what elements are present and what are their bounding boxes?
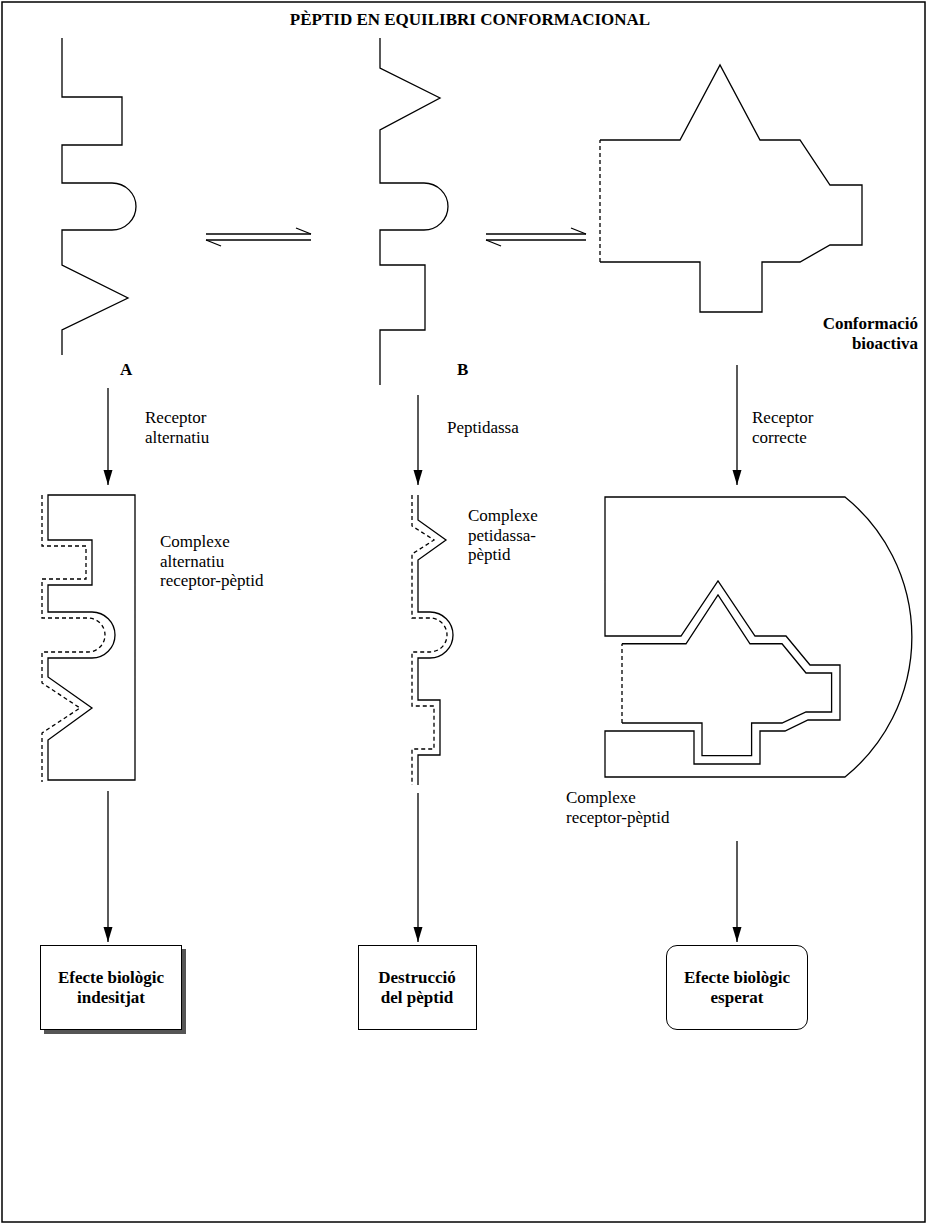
backward-line	[486, 239, 586, 240]
peptidase-complex: Complexe petidassa-pèptid	[350, 488, 570, 790]
outline-line	[48, 495, 135, 780]
receptor-complex: Complexe alternatiu receptor-pèptid	[40, 488, 290, 788]
flow-arrow	[733, 841, 742, 942]
arrow-head	[104, 470, 113, 485]
flow-arrow	[104, 388, 113, 485]
node-label: B	[457, 360, 468, 380]
shape-outline	[55, 30, 145, 385]
equilibrium-arrow	[486, 228, 586, 246]
arrow-shaft	[107, 791, 108, 942]
arrow-head	[414, 927, 423, 942]
box-label: Destrucció del pèptid	[371, 968, 463, 1007]
node-label: Complexe alternatiu receptor-pèptid	[160, 532, 278, 591]
forward-line	[486, 233, 586, 234]
edge-label: Receptor correcte	[752, 408, 842, 447]
flow-arrow	[104, 791, 113, 942]
shape-outline	[350, 488, 570, 790]
outline-line	[418, 495, 453, 785]
backward-barb	[206, 240, 221, 246]
forward-barb	[571, 228, 586, 234]
equilibrium-arrow	[206, 228, 311, 246]
arrow-shaft	[417, 793, 418, 942]
outcome-box: Efecte biològic esperat	[666, 945, 808, 1030]
arrow-shaft	[736, 365, 737, 485]
outline-line	[605, 497, 912, 777]
forward-barb	[296, 228, 311, 234]
box-label: Efecte biològic indesitjat	[49, 968, 173, 1007]
shape-outline	[372, 30, 480, 392]
box-label: Efecte biològic esperat	[675, 968, 799, 1007]
flow-arrow	[733, 365, 742, 485]
outline-line	[600, 65, 862, 312]
arrow-head	[414, 470, 423, 485]
edge-label: Receptor alternatiu	[145, 408, 235, 447]
bioactive-conformation: Conformació bioactiva	[592, 58, 922, 362]
node-label: Complexe petidassa-pèptid	[468, 506, 556, 565]
peptide-conformation: A	[55, 30, 145, 385]
outcome-box: Destrucció del pèptid	[358, 945, 477, 1030]
shape-outline	[560, 488, 915, 838]
outline-line	[380, 38, 448, 385]
edge-label: Peptidassa	[447, 418, 519, 438]
node-label: Conformació bioactiva	[806, 314, 918, 353]
flow-arrow	[414, 793, 423, 942]
outline-line	[622, 595, 832, 756]
arrow-head	[733, 470, 742, 485]
backward-barb	[486, 240, 501, 246]
forward-line	[206, 233, 311, 234]
arrow-head	[104, 927, 113, 942]
node-label: Complexe receptor-pèptid	[566, 788, 684, 827]
outline-line	[62, 38, 136, 355]
node-label: A	[120, 360, 132, 380]
diagram-title: PÈPTID EN EQUILIBRI CONFORMACIONAL	[10, 10, 928, 30]
peptide-conformation: B	[372, 30, 480, 392]
backward-line	[206, 239, 311, 240]
dashed-peptide-line	[599, 140, 600, 262]
flow-arrow	[414, 395, 423, 485]
outcome-box: Efecte biològic indesitjat	[40, 945, 182, 1030]
dashed-peptide-line	[621, 644, 622, 723]
arrow-shaft	[736, 841, 737, 942]
dashed-peptide-line	[42, 495, 105, 782]
receptor-complex: Complexe receptor-pèptid	[560, 488, 915, 838]
dashed-peptide-line	[412, 495, 447, 785]
arrow-head	[733, 927, 742, 942]
